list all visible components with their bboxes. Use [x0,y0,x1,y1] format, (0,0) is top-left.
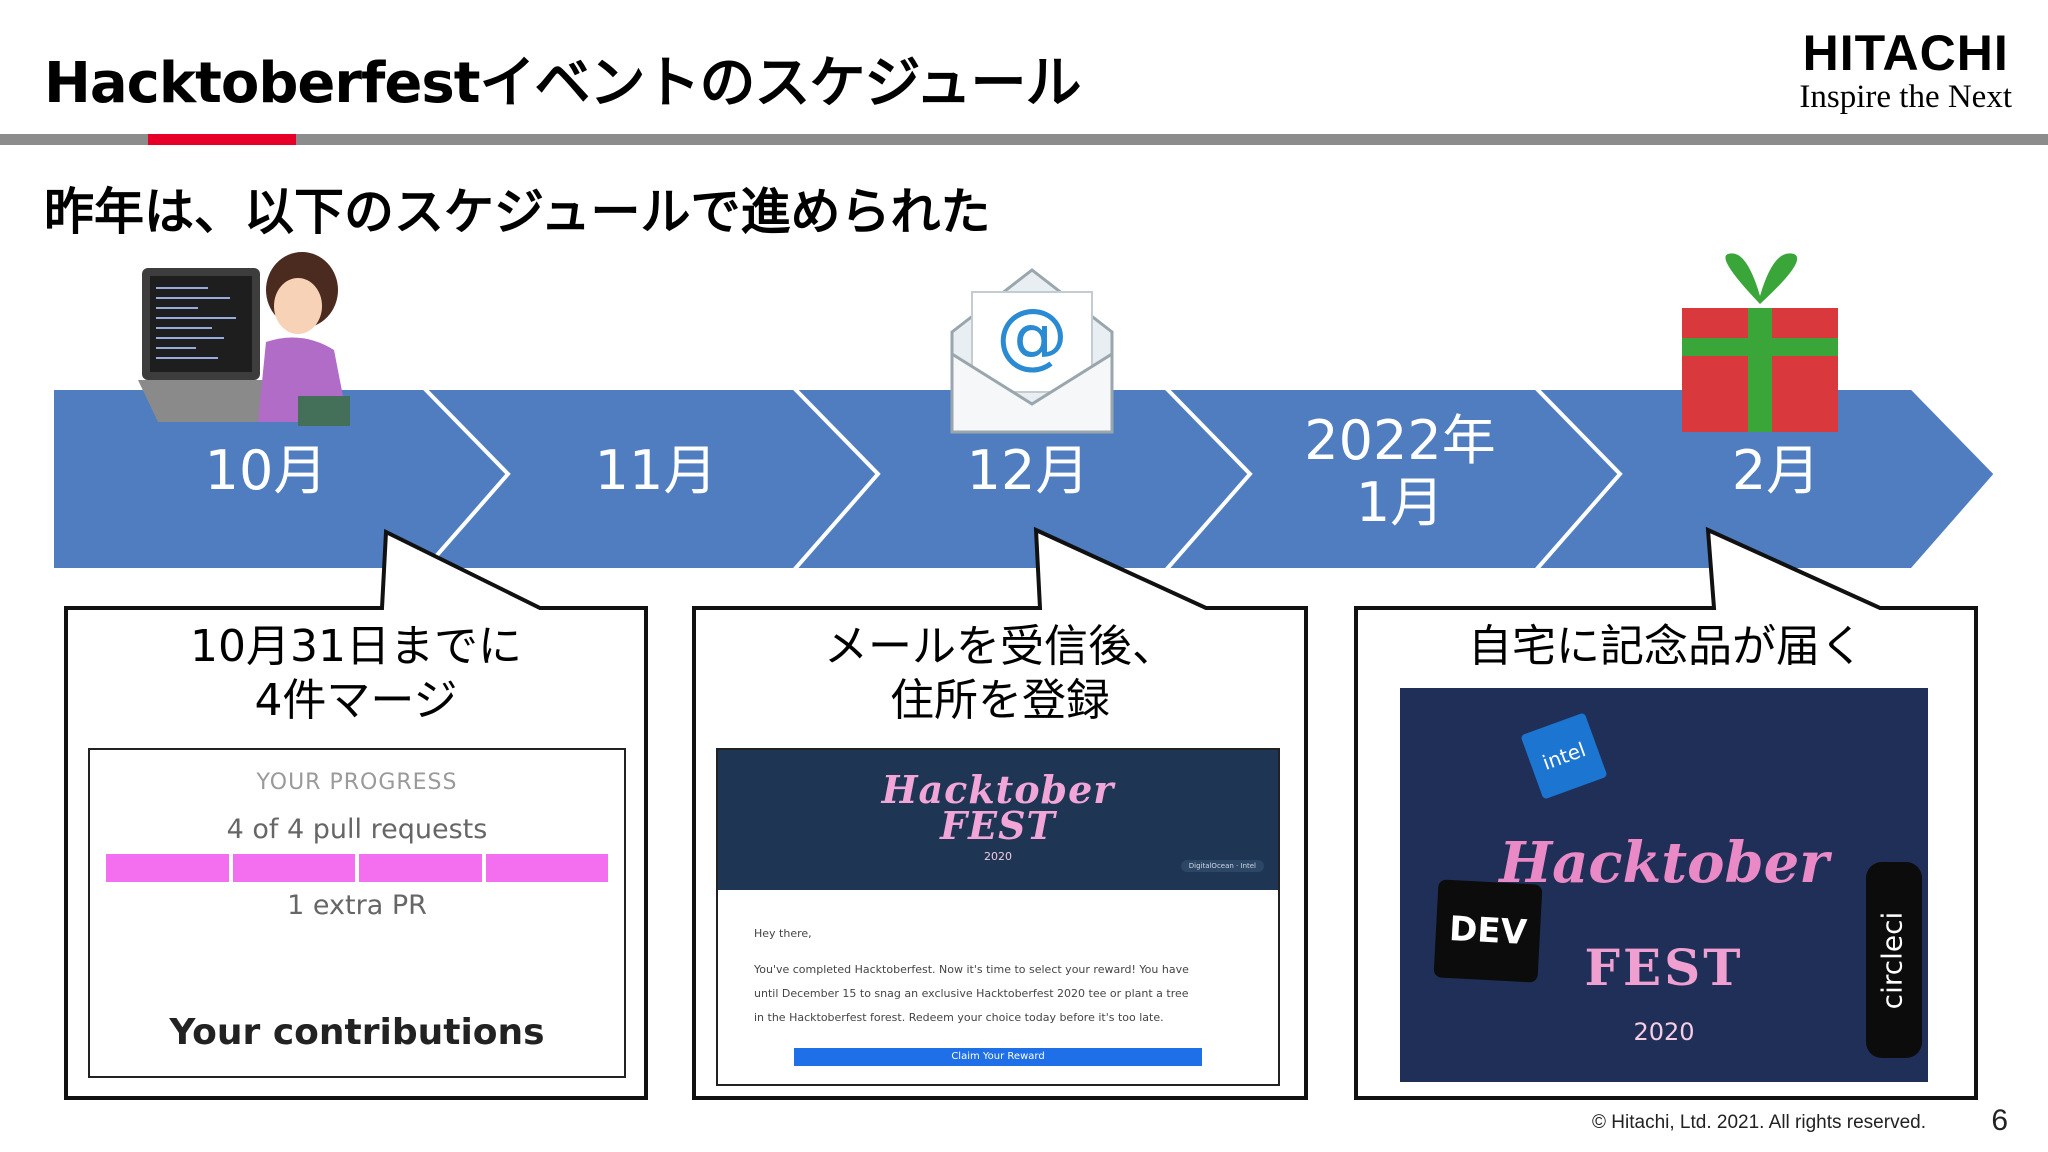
progress-count: 4 of 4 pull requests [226,814,488,845]
progress-bar [106,854,608,882]
email-body-line: until December 15 to snag an exclusive H… [754,987,1189,1000]
email-body-line: You've completed Hacktoberfest. Now it's… [754,963,1189,976]
reward-photo: intel Hacktober FEST 2020 DEV circleci [1400,688,1928,1082]
email-body-line: in the Hacktoberfest forest. Redeem your… [754,1011,1164,1024]
month-label-jan-month: 1月 [1355,471,1445,534]
email-year: 2020 [984,850,1012,863]
dev-sticker: DEV [1433,879,1543,983]
shirt-year: 2020 [1633,1018,1695,1046]
progress-heading: YOUR PROGRESS [256,770,458,795]
slide-subtitle: 昨年は、以下のスケジュールで進められた [44,183,991,241]
shirt-title: Hacktober [1499,830,1829,896]
shirt-fest: FEST [1584,938,1744,997]
circleci-label: circleci [1875,911,1909,1010]
progress-segment [359,854,482,882]
month-label-nov: 11月 [594,439,718,502]
logo-tagline: Inspire the Next [1799,79,2012,115]
footer-copyright: © Hitachi, Ltd. 2021. All rights reserve… [1592,1112,1926,1133]
progress-screenshot: YOUR PROGRESS 4 of 4 pull requests 1 ext… [88,748,626,1078]
progress-segment [232,854,355,882]
header-rule [0,134,2048,145]
header-rule-accent [148,134,296,145]
progress-extra: 1 extra PR [287,890,427,921]
programmer-illustration [138,252,350,426]
callout-3-line1: 自宅に記念品が届く [1468,621,1864,672]
callout-2-line2: 住所を登録 [890,675,1110,726]
callout-1-text: 10月31日までに 4件マージ [66,620,646,728]
intel-sticker: intel [1520,712,1608,800]
month-label-dec: 12月 [966,439,1090,502]
email-body: Hey there, You've completed Hacktoberfes… [754,922,1258,1030]
callout-1-line2: 4件マージ [254,675,458,726]
email-brand: Hacktober FEST [881,767,1115,848]
month-label-feb: 2月 [1731,439,1821,502]
callout-2-line1: メールを受信後、 [824,621,1176,672]
gift-icon [1682,253,1838,432]
month-label-jan: 2022年 1月 [1290,410,1510,534]
chevron-feb [1531,386,1999,572]
email-screenshot: Hacktober FEST 2020 DigitalOcean · Intel… [716,748,1280,1086]
page-number: 6 [1991,1104,2008,1137]
hitachi-logo: HITACHI Inspire the Next [1799,26,2012,114]
callout-2-text: メールを受信後、 住所を登録 [694,620,1306,728]
logo-brand: HITACHI [1802,25,2009,81]
callout-3-text: 自宅に記念品が届く [1356,620,1976,674]
email-icon: @ [950,268,1114,434]
claim-reward-button[interactable]: Claim Your Reward [794,1048,1202,1066]
email-greeting: Hey there, [754,927,812,940]
progress-segment [106,854,229,882]
circleci-sticker: circleci [1866,862,1922,1058]
svg-text:@: @ [996,293,1068,377]
timeline-chevrons [50,386,1999,572]
month-label-oct: 10月 [204,439,328,502]
contributions-heading: Your contributions [169,1012,545,1053]
progress-segment [485,854,608,882]
email-sponsors: DigitalOcean · Intel [1180,860,1264,872]
slide-title: Hacktoberfestイベントのスケジュール [44,51,1082,116]
callout-1-line1: 10月31日までに [190,621,522,672]
month-label-jan-year: 2022年 [1304,409,1496,472]
